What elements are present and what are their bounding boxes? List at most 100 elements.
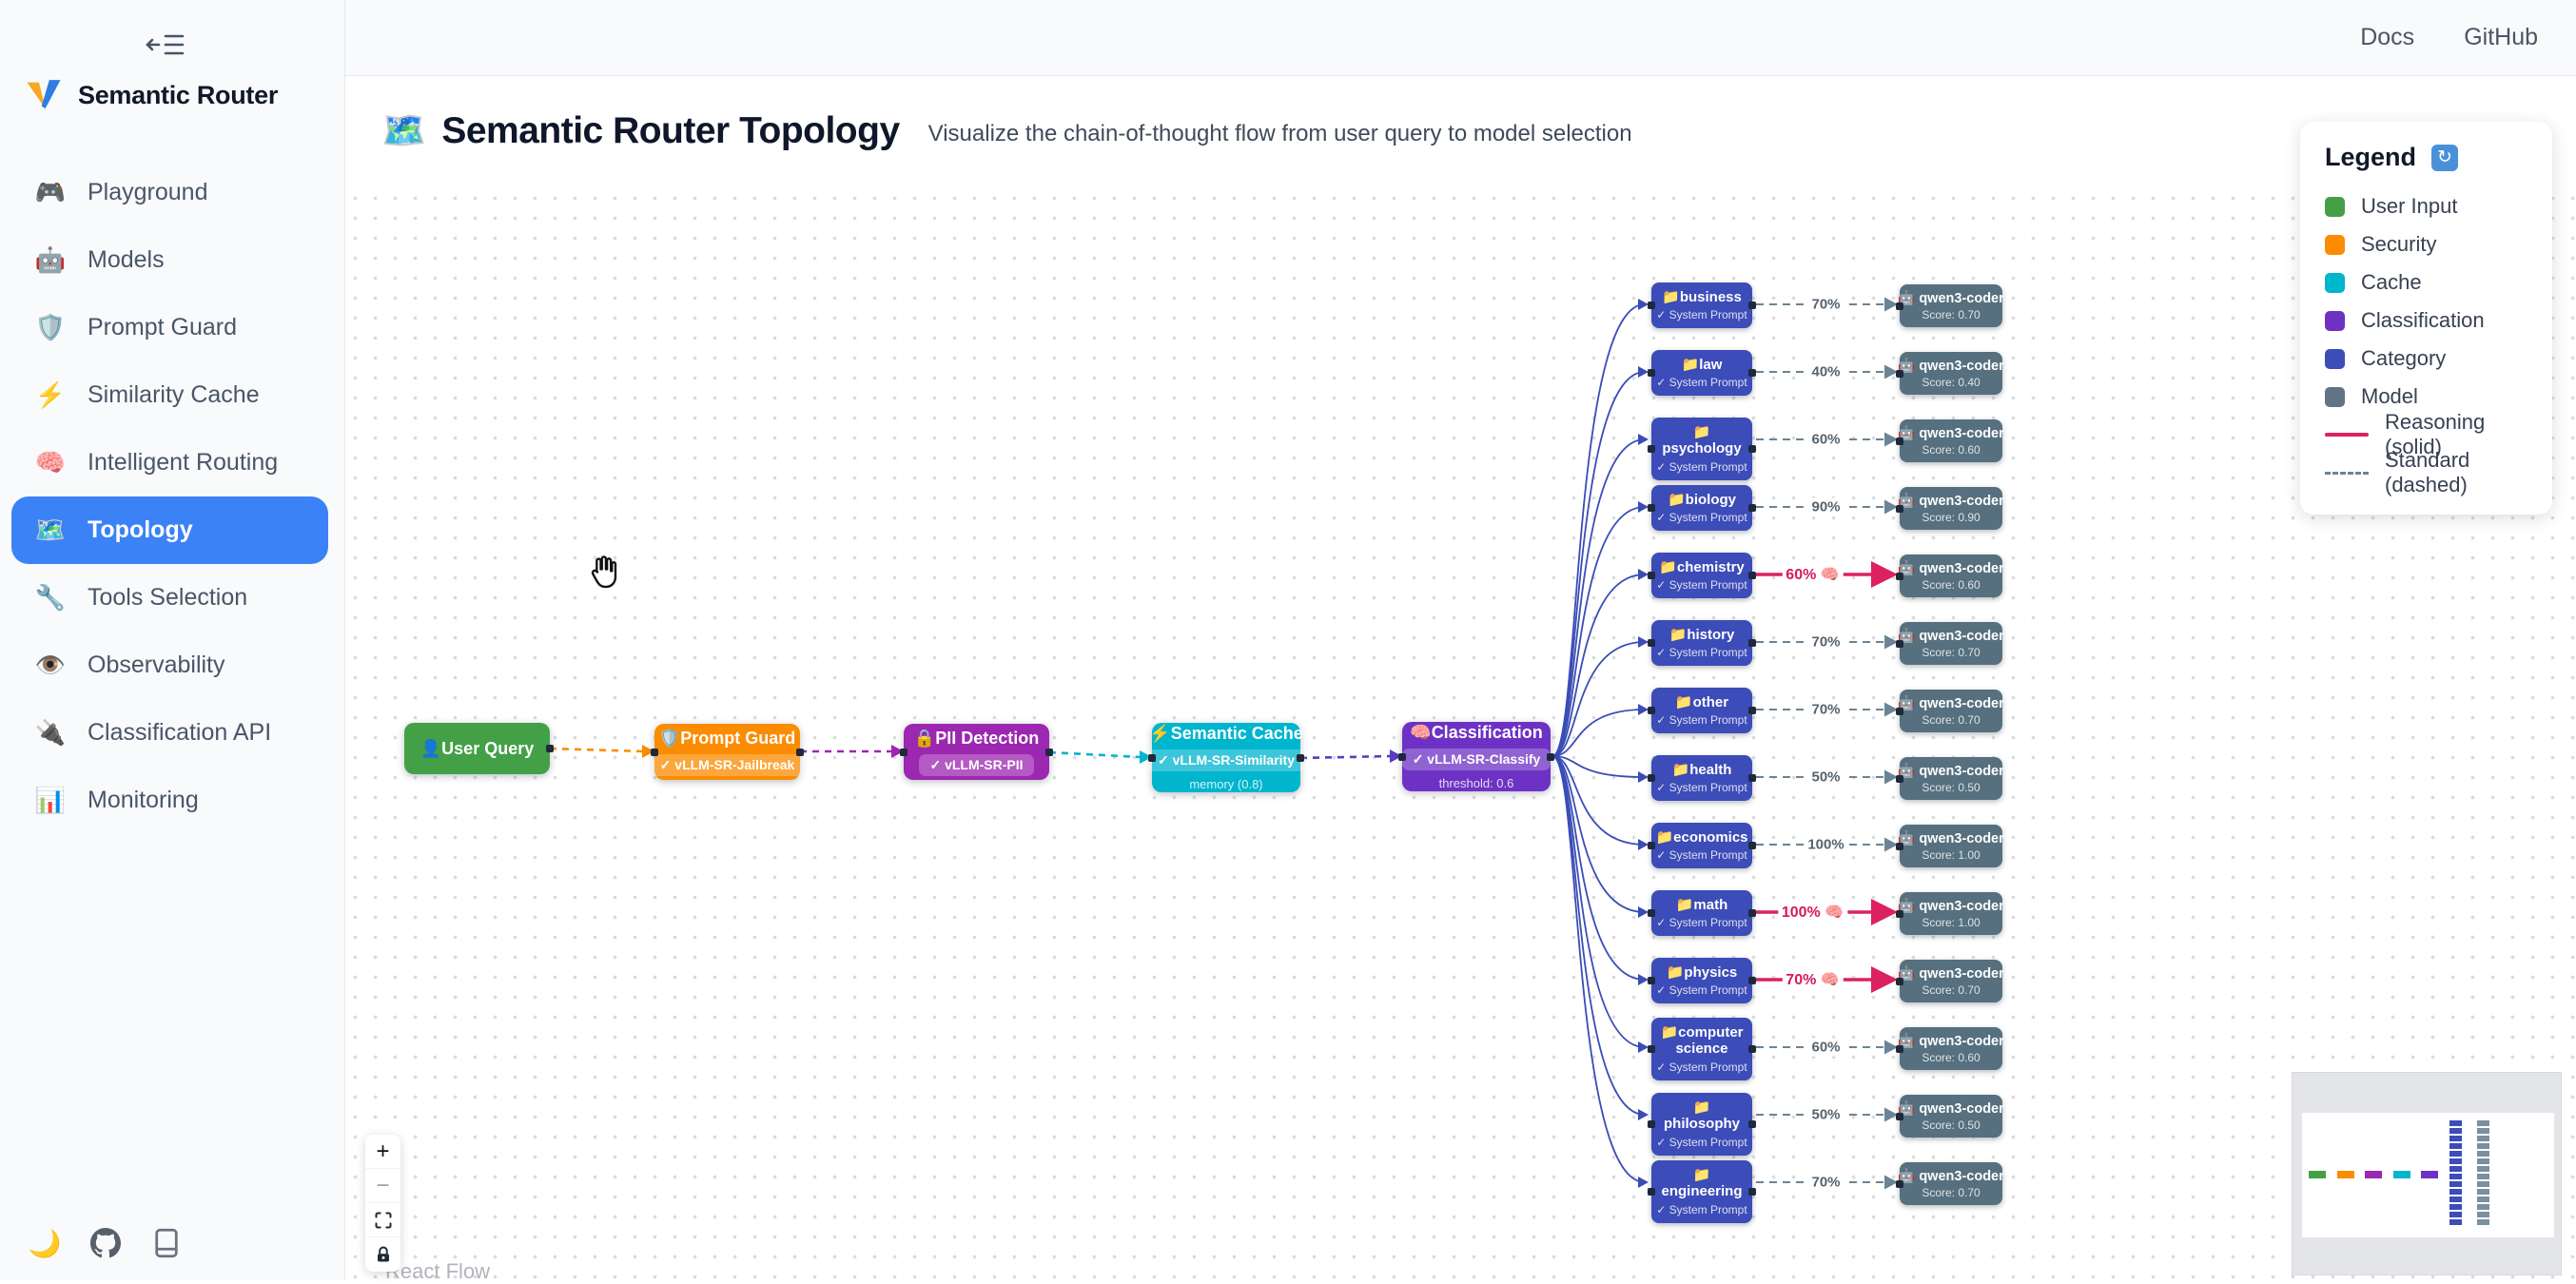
- handle[interactable]: [1896, 302, 1903, 310]
- handle[interactable]: [1748, 1187, 1756, 1196]
- handle[interactable]: [1748, 302, 1756, 310]
- model-node-psychology[interactable]: 🤖 qwen3-coder Score: 0.60: [1896, 419, 2004, 462]
- category-node-computer-science[interactable]: 📁computer science ✓ System Prompt: [1648, 1018, 1756, 1080]
- sidebar-collapse-icon[interactable]: [145, 29, 186, 61]
- sidebar-item-topology[interactable]: 🗺️Topology: [11, 496, 328, 564]
- handle[interactable]: [1648, 504, 1655, 513]
- sidebar-item-classification-api[interactable]: 🔌Classification API: [34, 718, 272, 747]
- model-node-engineering[interactable]: 🤖 qwen3-coder Score: 0.70: [1896, 1162, 2004, 1205]
- handle[interactable]: [1748, 572, 1756, 580]
- model-node-physics[interactable]: 🤖 qwen3-coder Score: 0.70: [1896, 960, 2004, 1002]
- handle[interactable]: [546, 745, 554, 752]
- handle[interactable]: [900, 748, 907, 756]
- handle[interactable]: [1896, 842, 1903, 850]
- sidebar-item-tools-selection[interactable]: 🔧Tools Selection: [34, 583, 248, 612]
- category-node-economics[interactable]: 📁economics ✓ System Prompt: [1648, 823, 1756, 869]
- handle[interactable]: [1896, 639, 1903, 648]
- handle[interactable]: [651, 748, 658, 756]
- model-node-health[interactable]: 🤖 qwen3-coder Score: 0.50: [1896, 757, 2004, 800]
- node-classification[interactable]: 🧠Classification ✓ vLLM-SR-Classify thres…: [1398, 722, 1554, 791]
- handle[interactable]: [1648, 774, 1655, 783]
- handle[interactable]: [1748, 909, 1756, 918]
- node-prompt-guard[interactable]: 🛡️Prompt Guard ✓ vLLM-SR-Jailbreak: [649, 724, 806, 780]
- handle[interactable]: [1547, 752, 1554, 761]
- handle[interactable]: [1748, 639, 1756, 648]
- sidebar-item-playground[interactable]: 🎮Playground: [34, 178, 208, 206]
- node-semantic-cache[interactable]: ⚡Semantic Cache ✓ vLLM-SR-Similarity mem…: [1147, 723, 1305, 792]
- model-node-law[interactable]: 🤖 qwen3-coder Score: 0.40: [1896, 352, 2004, 395]
- model-node-other[interactable]: 🤖 qwen3-coder Score: 0.70: [1896, 690, 2004, 732]
- model-node-chemistry[interactable]: 🤖 qwen3-coder Score: 0.60: [1896, 554, 2004, 597]
- sidebar-item-prompt-guard[interactable]: 🛡️Prompt Guard: [34, 313, 238, 341]
- handle[interactable]: [1748, 707, 1756, 715]
- handle[interactable]: [1748, 1044, 1756, 1053]
- model-node-history[interactable]: 🤖 qwen3-coder Score: 0.70: [1896, 622, 2004, 665]
- handle[interactable]: [1896, 1112, 1903, 1120]
- handle[interactable]: [1648, 909, 1655, 918]
- handle[interactable]: [1648, 572, 1655, 580]
- handle[interactable]: [1896, 909, 1903, 918]
- handle[interactable]: [1896, 774, 1903, 783]
- docs-link[interactable]: Docs: [2360, 24, 2415, 50]
- handle[interactable]: [1297, 753, 1304, 762]
- github-icon[interactable]: [89, 1227, 122, 1259]
- zoom-in-button[interactable]: +: [365, 1135, 400, 1169]
- category-node-law[interactable]: 📁law ✓ System Prompt: [1648, 350, 1756, 397]
- fit-view-button[interactable]: [365, 1203, 400, 1237]
- category-node-biology[interactable]: 📁biology ✓ System Prompt: [1648, 485, 1756, 532]
- category-node-philosophy[interactable]: 📁philosophy ✓ System Prompt: [1648, 1093, 1756, 1156]
- sidebar-item-similarity-cache[interactable]: ⚡Similarity Cache: [34, 380, 260, 409]
- node-user-query[interactable]: 👤User Query: [404, 723, 554, 774]
- model-node-math[interactable]: 🤖 qwen3-coder Score: 1.00: [1896, 892, 2004, 935]
- node-pii-detection[interactable]: 🔒PII Detection ✓ vLLM-SR-PII: [900, 724, 1053, 780]
- handle[interactable]: [1648, 1119, 1655, 1128]
- docs-book-icon[interactable]: [150, 1227, 183, 1259]
- category-node-history[interactable]: 📁history ✓ System Prompt: [1648, 620, 1756, 667]
- category-node-business[interactable]: 📁business ✓ System Prompt: [1648, 282, 1756, 329]
- category-node-psychology[interactable]: 📁psychology ✓ System Prompt: [1648, 418, 1756, 480]
- handle[interactable]: [1045, 748, 1053, 756]
- sidebar-item-monitoring[interactable]: 📊Monitoring: [34, 786, 199, 814]
- handle[interactable]: [1748, 774, 1756, 783]
- handle[interactable]: [1896, 572, 1903, 580]
- category-node-other[interactable]: 📁other ✓ System Prompt: [1648, 688, 1756, 734]
- handle[interactable]: [1648, 444, 1655, 453]
- handle[interactable]: [1648, 977, 1655, 985]
- handle[interactable]: [1648, 1044, 1655, 1053]
- handle[interactable]: [1648, 842, 1655, 850]
- category-node-physics[interactable]: 📁physics ✓ System Prompt: [1648, 958, 1756, 1004]
- model-node-computer-science[interactable]: 🤖 qwen3-coder Score: 0.60: [1896, 1027, 2004, 1070]
- handle[interactable]: [1398, 752, 1406, 761]
- handle[interactable]: [796, 748, 804, 756]
- model-node-philosophy[interactable]: 🤖 qwen3-coder Score: 0.50: [1896, 1095, 2004, 1138]
- handle[interactable]: [1748, 504, 1756, 513]
- handle[interactable]: [1896, 1179, 1903, 1188]
- model-node-business[interactable]: 🤖 qwen3-coder Score: 0.70: [1896, 284, 2004, 327]
- handle[interactable]: [1648, 369, 1655, 378]
- handle[interactable]: [1896, 504, 1903, 513]
- handle[interactable]: [1648, 639, 1655, 648]
- minimap[interactable]: [2292, 1072, 2562, 1275]
- sidebar-item-models[interactable]: 🤖Models: [34, 245, 165, 274]
- zoom-out-button[interactable]: −: [365, 1169, 400, 1203]
- handle[interactable]: [1748, 369, 1756, 378]
- sidebar-item-observability[interactable]: 👁️Observability: [34, 651, 225, 679]
- category-node-math[interactable]: 📁math ✓ System Prompt: [1648, 890, 1756, 937]
- flow-canvas[interactable]: 🗺️ Semantic Router Topology Visualize th…: [345, 76, 2576, 1283]
- handle[interactable]: [1648, 302, 1655, 310]
- refresh-icon[interactable]: ↻: [2431, 144, 2459, 171]
- model-node-economics[interactable]: 🤖 qwen3-coder Score: 1.00: [1896, 825, 2004, 867]
- handle[interactable]: [1748, 977, 1756, 985]
- handle[interactable]: [1896, 437, 1903, 445]
- category-node-engineering[interactable]: 📁engineering ✓ System Prompt: [1648, 1160, 1756, 1223]
- moon-icon[interactable]: 🌙: [28, 1228, 62, 1258]
- category-node-chemistry[interactable]: 📁chemistry ✓ System Prompt: [1648, 553, 1756, 599]
- sidebar-item-intelligent-routing[interactable]: 🧠Intelligent Routing: [34, 448, 279, 477]
- category-node-health[interactable]: 📁health ✓ System Prompt: [1648, 755, 1756, 802]
- handle[interactable]: [1648, 707, 1655, 715]
- handle[interactable]: [1896, 707, 1903, 715]
- handle[interactable]: [1896, 977, 1903, 985]
- handle[interactable]: [1748, 1119, 1756, 1128]
- github-link[interactable]: GitHub: [2464, 24, 2538, 50]
- handle[interactable]: [1148, 753, 1156, 762]
